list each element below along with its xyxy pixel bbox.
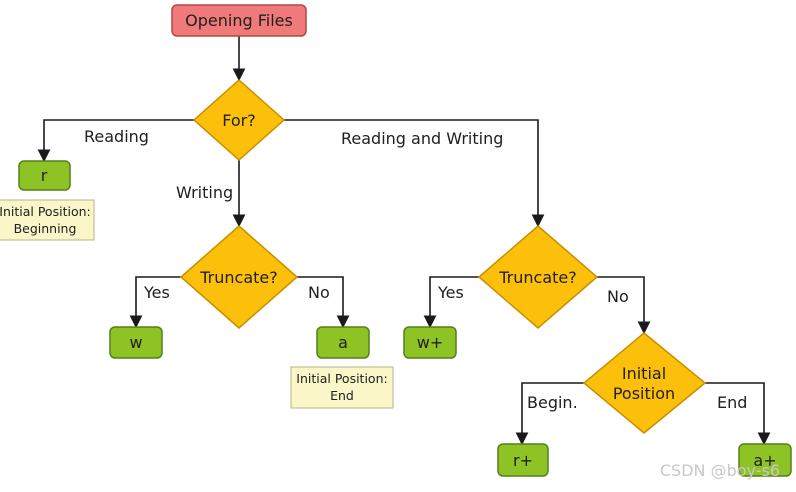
edge-rw-yes xyxy=(423,276,479,329)
decision-truncate-readwrite-label: Truncate? xyxy=(498,268,577,287)
watermark: CSDN @boy-s6 xyxy=(660,461,780,480)
edge-begin xyxy=(515,382,584,446)
edge-label-reading: Reading xyxy=(84,127,149,146)
decision-initial-position-line-1: Initial xyxy=(622,364,666,383)
mode-w-plus: w+ xyxy=(403,326,457,359)
mode-r-plus-label: r+ xyxy=(513,451,533,470)
edge-label-rw-no: No xyxy=(607,287,629,306)
mode-a-plus: a+ xyxy=(738,443,792,477)
edge-rw-no xyxy=(597,276,651,335)
mode-r: r xyxy=(18,160,71,191)
note-r-initial-position: Initial Position: Beginning xyxy=(0,199,95,241)
mode-w: w xyxy=(109,326,163,359)
edge-label-rw-yes: Yes xyxy=(437,283,464,302)
note-a-line-1: Initial Position: xyxy=(296,371,387,386)
mode-r-plus: r+ xyxy=(497,443,549,477)
edge-reading xyxy=(37,119,194,163)
edge-reading-and-writing xyxy=(284,119,545,228)
decision-for-label: For? xyxy=(222,111,256,130)
edge-label-w-yes: Yes xyxy=(143,283,170,302)
note-a-initial-position: Initial Position: End xyxy=(290,366,394,409)
edge-label-begin: Begin. xyxy=(527,393,578,412)
note-r-line-2: Beginning xyxy=(14,221,77,236)
mode-w-plus-label: w+ xyxy=(417,333,444,352)
mode-w-label: w xyxy=(129,333,142,352)
mode-a-plus-label: a+ xyxy=(753,451,776,470)
mode-a-label: a xyxy=(338,333,348,352)
decision-initial-position-line-2: Position xyxy=(613,384,675,403)
decision-truncate-write: Truncate? xyxy=(179,225,299,329)
start-node-label: Opening Files xyxy=(185,11,293,30)
decision-initial-position: Initial Position xyxy=(582,332,707,434)
edge-w-yes xyxy=(129,276,181,329)
note-a-line-2: End xyxy=(330,388,354,403)
mode-r-label: r xyxy=(41,166,48,185)
start-node: Opening Files xyxy=(171,4,307,37)
edge-w-no xyxy=(297,276,350,329)
note-r-line-1: Initial Position: xyxy=(0,204,91,219)
edge-label-reading-and-writing: Reading and Writing xyxy=(341,129,503,148)
decision-for: For? xyxy=(192,78,286,162)
decision-truncate-write-label: Truncate? xyxy=(199,268,278,287)
edge-end xyxy=(705,382,771,446)
edge-label-writing: Writing xyxy=(176,183,233,202)
edge-label-end: End xyxy=(717,393,747,412)
decision-truncate-readwrite: Truncate? xyxy=(477,225,599,329)
mode-a: a xyxy=(316,326,370,359)
edge-label-w-no: No xyxy=(308,283,330,302)
